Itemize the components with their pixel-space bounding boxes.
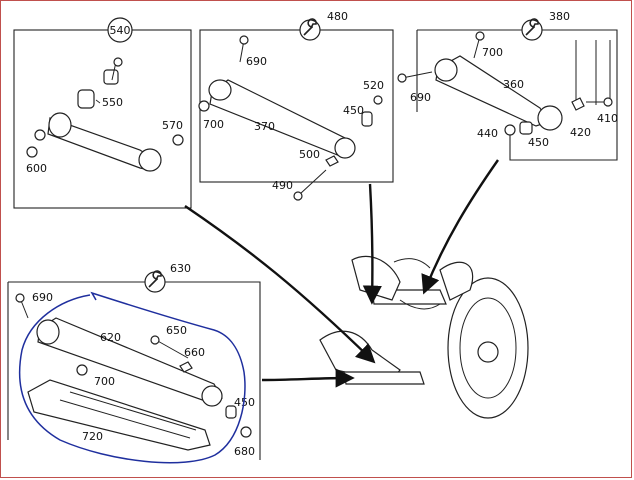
arrow-480: [362, 183, 382, 305]
bushing-550: [77, 89, 95, 109]
bolt-690c: [401, 71, 433, 79]
bushing-left-480: [208, 79, 232, 101]
washer-660: [179, 361, 193, 373]
nut-570: [172, 134, 184, 146]
bushing-left-630: [36, 319, 60, 345]
label-420: 420: [570, 126, 591, 139]
cover-720: [27, 379, 211, 451]
label-550: 550: [102, 96, 123, 109]
label-450b: 450: [528, 136, 549, 149]
bushing-450a: [361, 111, 373, 127]
hub-carrier-top: [439, 261, 474, 301]
box-480: 480 690 700 370 520 450 500 490: [198, 10, 394, 201]
label-360: 360: [503, 78, 524, 91]
bolt-head-550: [113, 57, 123, 67]
label-680: 680: [234, 445, 255, 458]
vertical-guides-380: [575, 40, 611, 110]
box-380: 380 700 690 360 440 450 420 410: [397, 10, 618, 161]
box-540-frame: [13, 29, 192, 209]
nut-440: [504, 124, 516, 136]
label-620: 620: [100, 331, 121, 344]
label-570: 570: [162, 119, 183, 132]
label-520: 520: [363, 79, 384, 92]
assembly-spring-link: [343, 371, 425, 385]
box-540: 540 550 570 600: [13, 17, 192, 209]
bushing-left-540: [48, 112, 72, 138]
arrow-540: [184, 205, 376, 364]
label-700b: 700: [482, 46, 503, 59]
label-690c: 690: [32, 291, 53, 304]
nut-520: [373, 95, 383, 105]
callout-630: 630: [170, 262, 191, 275]
bolt-head-410: [603, 97, 613, 107]
bolt-650: [155, 339, 189, 359]
bushing-450b: [519, 121, 533, 135]
label-700c: 700: [94, 375, 115, 388]
nut-600: [26, 146, 38, 158]
bolt-head-690d: [15, 293, 25, 303]
bolt-head-690a: [239, 35, 249, 45]
label-500: 500: [299, 148, 320, 161]
bolt-head-490: [293, 191, 303, 201]
ball-joint-540: [138, 148, 162, 172]
wrench-icon-630: [144, 270, 166, 293]
washer-500: [325, 155, 339, 167]
assembly-knuckle: [351, 255, 401, 301]
callout-540: 540: [110, 24, 131, 37]
label-410: 410: [597, 112, 618, 125]
assembly-details: [393, 258, 441, 310]
nut-680: [240, 426, 252, 438]
bushing-left-380: [434, 58, 458, 82]
ink-annotation-loop: [18, 291, 246, 464]
wrench-icon-380: [521, 18, 543, 41]
label-490: 490: [272, 179, 293, 192]
arrow-630: [261, 368, 355, 388]
arrow-380: [421, 159, 499, 295]
wrench-icon: [299, 18, 321, 41]
bushing-right-630: [201, 385, 223, 407]
label-370: 370: [254, 120, 275, 133]
washer-420: [571, 97, 585, 111]
bolt-head-700b: [475, 31, 485, 41]
hub-center: [477, 341, 499, 363]
box-630: 630 690 620 650 660 700 720 450 680: [7, 262, 261, 460]
nut-700a: [198, 100, 210, 112]
callout-540-circle: [107, 17, 133, 43]
bolt-head-690c: [397, 73, 407, 83]
label-720: 720: [82, 430, 103, 443]
label-700a: 700: [203, 118, 224, 131]
box-380-frame: [417, 29, 618, 161]
bushing-550b: [103, 69, 119, 85]
nut-700c: [76, 364, 88, 376]
bushing-right-480: [334, 137, 356, 159]
leader-550: [95, 99, 101, 104]
box-630-frame: [8, 281, 261, 460]
axle-assembly: [319, 255, 529, 419]
label-440: 440: [477, 127, 498, 140]
brake-disc-inner: [459, 297, 517, 399]
label-600: 600: [26, 162, 47, 175]
callout-380: 380: [549, 10, 570, 23]
label-450a: 450: [343, 104, 364, 117]
bushing-450c: [225, 405, 237, 419]
label-660: 660: [184, 346, 205, 359]
cover-720-ribs: [59, 391, 197, 439]
washer-600a: [34, 129, 46, 141]
label-690b: 690: [410, 91, 431, 104]
bolt-490: [299, 169, 327, 195]
bolt-head-650: [150, 335, 160, 345]
bushing-right-380: [537, 105, 563, 131]
label-690a: 690: [246, 55, 267, 68]
label-650: 650: [166, 324, 187, 337]
callout-480: 480: [327, 10, 348, 23]
